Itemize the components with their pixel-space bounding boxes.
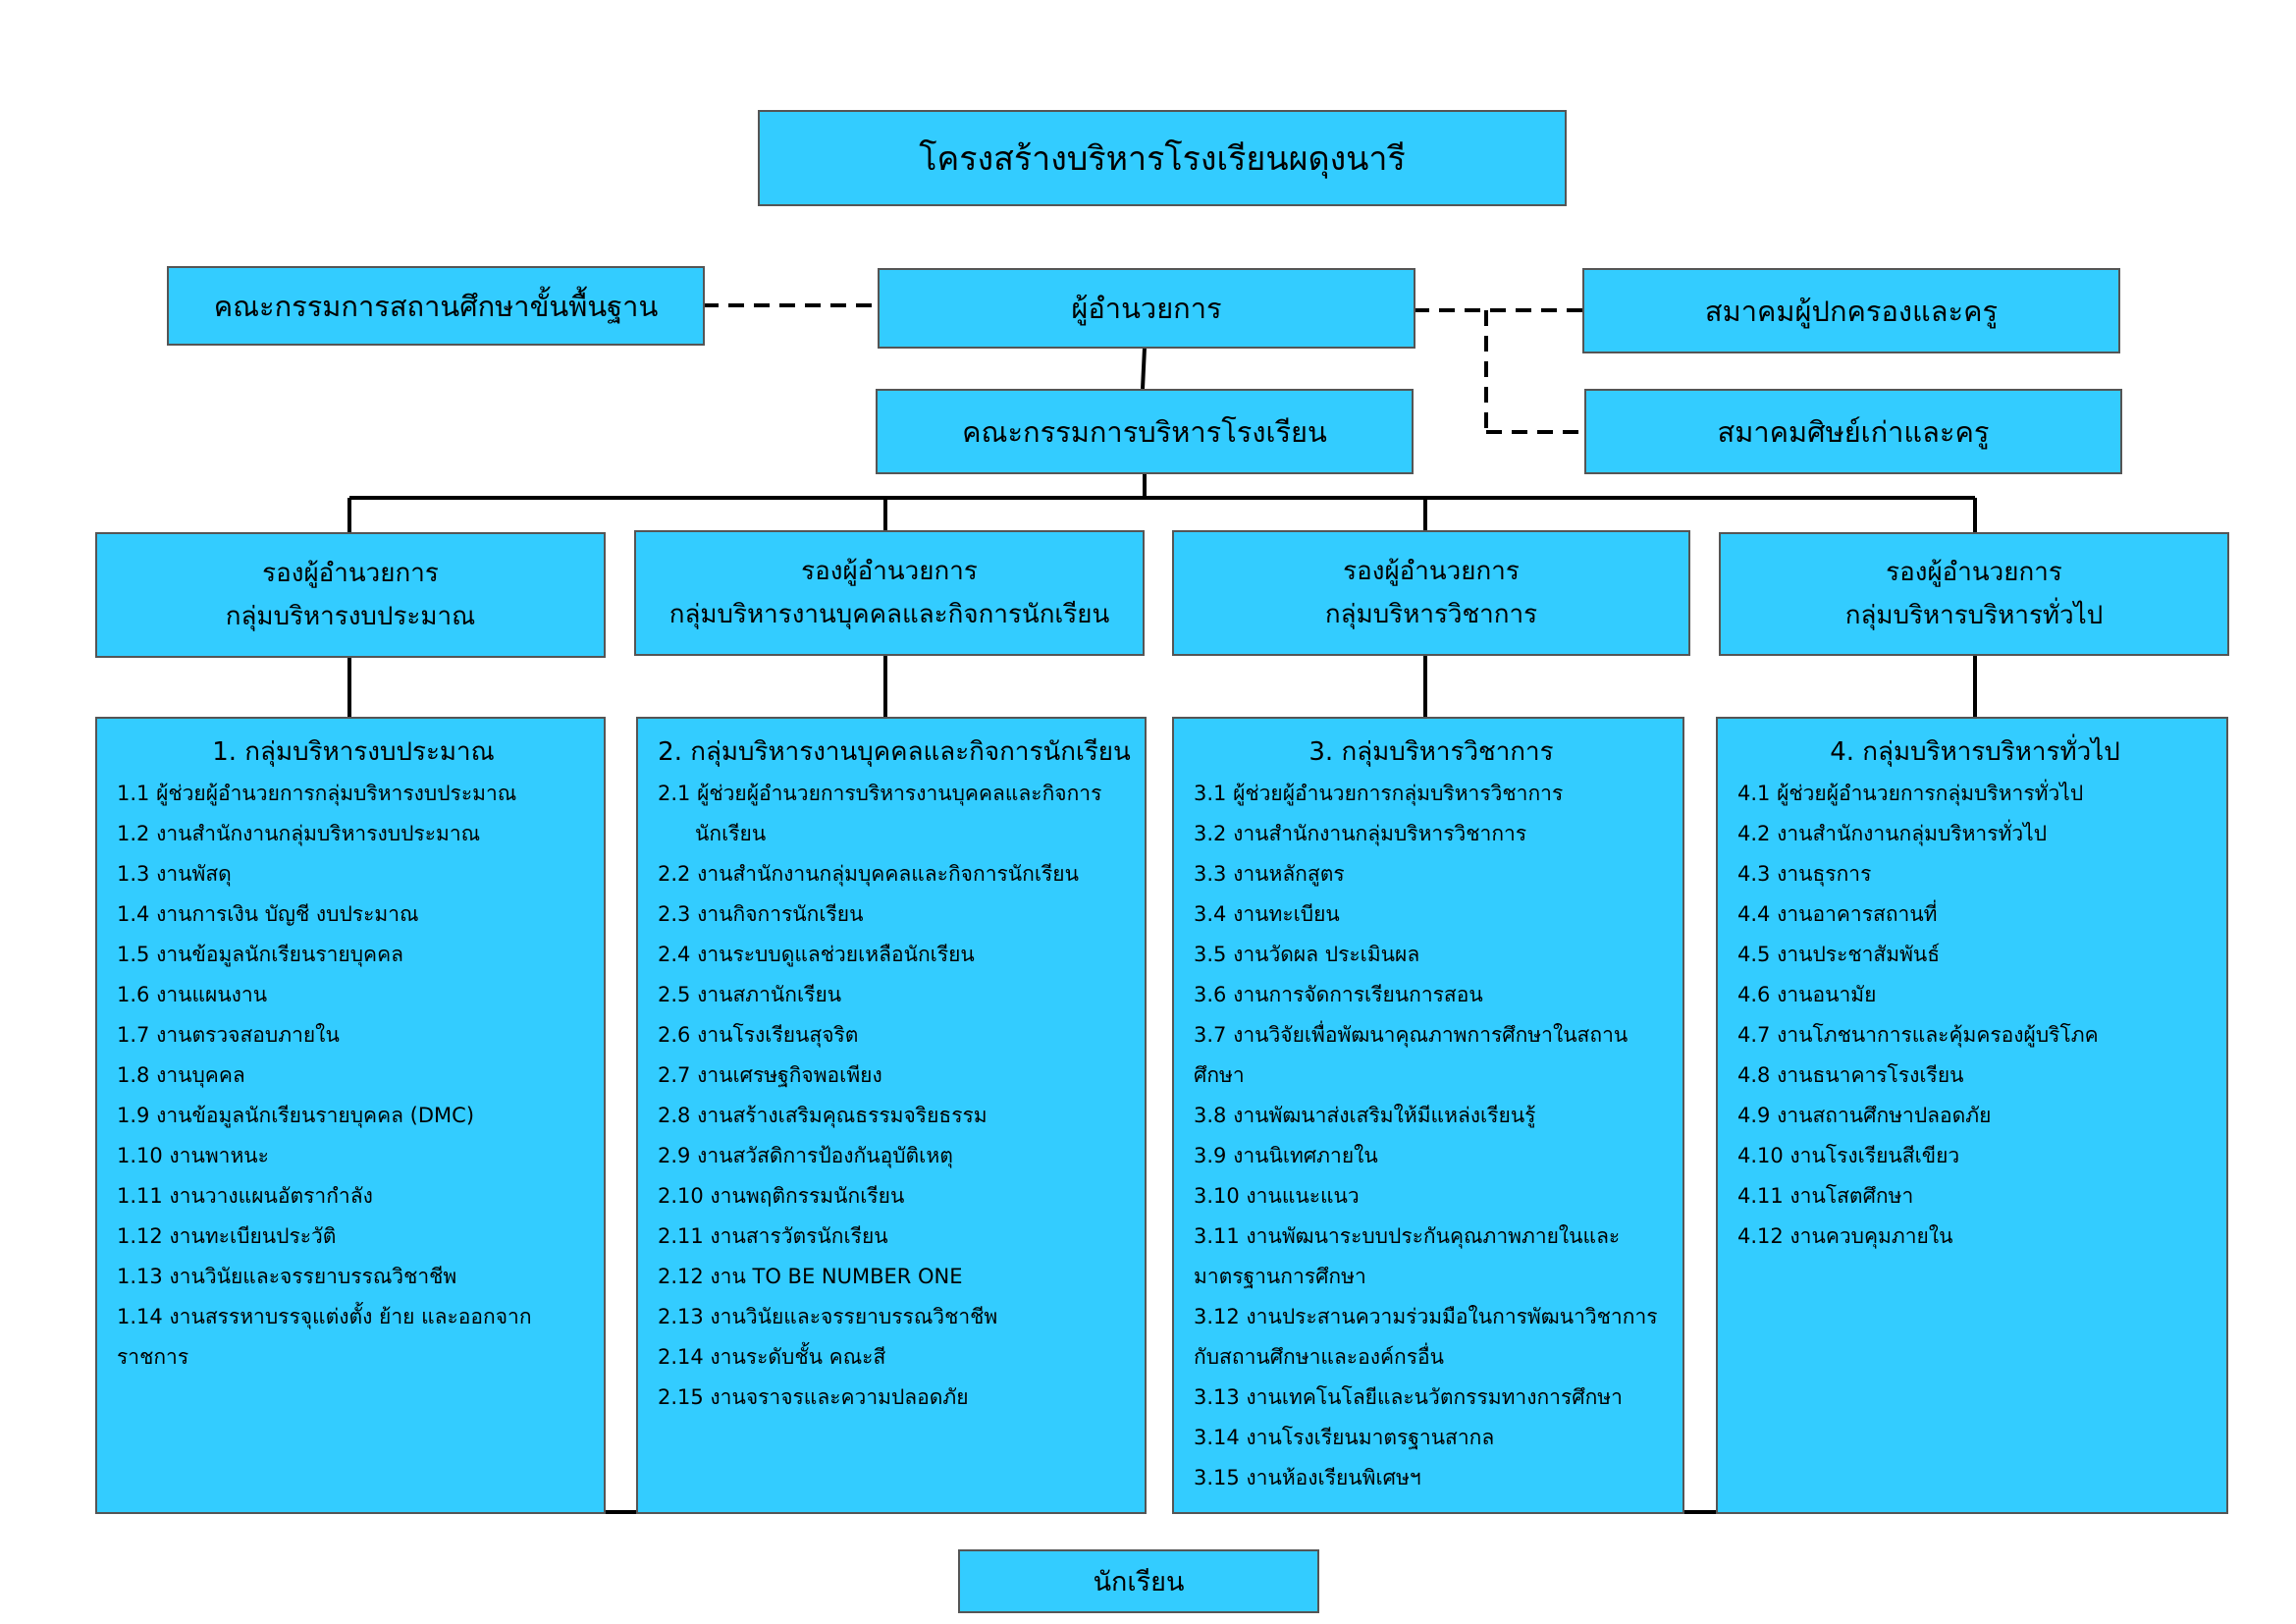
list-item: 4.9 งานสถานศึกษาปลอดภัย xyxy=(1737,1104,1992,1127)
department-item-list: 3.1 ผู้ช่วยผู้อำนวยการกลุ่มบริหารวิชาการ… xyxy=(1194,774,1669,1498)
deputy-group: กลุ่มบริหารงานบุคคลและกิจการนักเรียน xyxy=(668,600,1110,629)
department-title: 3. กลุ่มบริหารวิชาการ xyxy=(1308,737,1554,767)
list-item: 4.12 งานควบคุมภายใน xyxy=(1737,1224,1953,1248)
list-item: 4.4 งานอาคารสถานที่ xyxy=(1737,902,1938,926)
list-item: 1.4 งานการเงิน บัญชี งบประมาณ xyxy=(117,902,419,926)
deputy-academic-box: รองผู้อำนวยการ กลุ่มบริหารวิชาการ xyxy=(1172,530,1690,656)
list-item: 3.5 งานวัดผล ประเมินผล xyxy=(1194,943,1420,966)
list-item: 3.4 งานทะเบียน xyxy=(1194,902,1340,926)
page-title: โครงสร้างบริหารโรงเรียนผดุงนารี xyxy=(758,110,1567,206)
list-item: 3.8 งานพัฒนาส่งเสริมให้มีแหล่งเรียนรู้ xyxy=(1194,1104,1536,1127)
department-title: 1. กลุ่มบริหารงบประมาณ xyxy=(212,737,495,767)
list-item: 2.3 งานกิจการนักเรียน xyxy=(658,902,864,926)
list-item: 1.1 ผู้ช่วยผู้อำนวยการกลุ่มบริหารงบประมา… xyxy=(117,782,517,805)
alumni-association-box: สมาคมศิษย์เก่าและครู xyxy=(1584,389,2122,474)
list-item: 2.7 งานเศรษฐกิจพอเพียง xyxy=(658,1063,882,1087)
parents-association-box: สมาคมผู้ปกครองและครู xyxy=(1582,268,2120,353)
deputy-group: กลุ่มบริหารบริหารทั่วไป xyxy=(1844,601,2104,630)
list-item: 2.9 งานสวัสดิการป้องกันอุบัติเหตุ xyxy=(658,1144,953,1167)
list-item: 3.7 งานวิจัยเพื่อพัฒนาคุณภาพการศึกษาในสถ… xyxy=(1194,1023,1629,1087)
list-item: 1.7 งานตรวจสอบภายใน xyxy=(117,1023,340,1047)
department-item-list: 1.1 ผู้ช่วยผู้อำนวยการกลุ่มบริหารงบประมา… xyxy=(117,774,590,1378)
list-item: 1.12 งานทะเบียนประวัติ xyxy=(117,1224,337,1248)
students-box: นักเรียน xyxy=(958,1549,1319,1613)
list-item: 2.14 งานระดับชั้น คณะสี xyxy=(658,1345,886,1369)
list-item: 4.11 งานโสตศึกษา xyxy=(1737,1184,1914,1208)
list-item: 3.1 ผู้ช่วยผู้อำนวยการกลุ่มบริหารวิชาการ xyxy=(1194,782,1564,805)
deputy-group: กลุ่มบริหารวิชาการ xyxy=(1324,600,1538,629)
list-item: 3.6 งานการจัดการเรียนการสอน xyxy=(1194,983,1483,1006)
list-item: 4.10 งานโรงเรียนสีเขียว xyxy=(1737,1144,1960,1167)
department-title: 2. กลุ่มบริหารงานบุคคลและกิจการนักเรียน xyxy=(658,737,1131,767)
list-item: 1.2 งานสำนักงานกลุ่มบริหารงบประมาณ xyxy=(117,822,481,845)
list-item: 4.5 งานประชาสัมพันธ์ xyxy=(1737,943,1941,966)
deputy-title: รองผู้อำนวยการ xyxy=(262,559,439,588)
director-box: ผู้อำนวยการ xyxy=(878,268,1415,349)
list-item: 2.6 งานโรงเรียนสุจริต xyxy=(658,1023,859,1047)
list-item: 4.6 งานอนามัย xyxy=(1737,983,1877,1006)
link-director-board xyxy=(1141,347,1147,390)
list-item: 3.12 งานประสานความร่วมมือในการพัฒนาวิชาก… xyxy=(1194,1305,1658,1369)
list-item: 1.6 งานแผนงาน xyxy=(117,983,268,1006)
list-item: 4.7 งานโภชนาการและคุ้มครองผู้บริโภค xyxy=(1737,1023,2099,1047)
list-item: 2.12 งาน TO BE NUMBER ONE xyxy=(658,1265,963,1288)
list-item: 4.1 ผู้ช่วยผู้อำนวยการกลุ่มบริหารทั่วไป xyxy=(1737,782,2084,805)
list-item: 2.10 งานพฤติกรรมนักเรียน xyxy=(658,1184,905,1208)
department-item-list: 4.1 ผู้ช่วยผู้อำนวยการกลุ่มบริหารทั่วไป … xyxy=(1737,774,2213,1257)
deputy-personnel-box: รองผู้อำนวยการ กลุ่มบริหารงานบุคคลและกิจ… xyxy=(634,530,1145,656)
list-item: 3.15 งานห้องเรียนพิเศษฯ xyxy=(1194,1466,1421,1489)
list-item: 3.3 งานหลักสูตร xyxy=(1194,862,1345,886)
deputy-title: รองผู้อำนวยการ xyxy=(1343,557,1520,586)
list-item: 3.14 งานโรงเรียนมาตรฐานสากล xyxy=(1194,1426,1495,1449)
list-item: 1.8 งานบุคคล xyxy=(117,1063,245,1087)
department-title: 4. กลุ่มบริหารบริหารทั่วไป xyxy=(1830,737,2120,767)
department-academic: 3. กลุ่มบริหารวิชาการ 3.1 ผู้ช่วยผู้อำนว… xyxy=(1172,717,1684,1514)
list-item: 2.13 งานวินัยและจรรยาบรรณวิชาชีพ xyxy=(658,1305,998,1328)
deputy-title: รองผู้อำนวยการ xyxy=(801,557,978,586)
list-item: 1.9 งานข้อมูลนักเรียนรายบุคคล (DMC) xyxy=(117,1104,475,1127)
list-item: 1.3 งานพัสดุ xyxy=(117,862,232,886)
list-item: 1.10 งานพาหนะ xyxy=(117,1144,269,1167)
deputy-group: กลุ่มบริหารงบประมาณ xyxy=(225,602,476,631)
list-item: 1.14 งานสรรหาบรรจุแต่งตั้ง ย้าย และออกจา… xyxy=(117,1305,532,1369)
list-item: 2.15 งานจราจรและความปลอดภัย xyxy=(658,1385,969,1409)
list-item: 2.11 งานสารวัตรนักเรียน xyxy=(658,1224,888,1248)
list-item: 4.8 งานธนาคารโรงเรียน xyxy=(1737,1063,1964,1087)
list-item: 1.11 งานวางแผนอัตรากำลัง xyxy=(117,1184,373,1208)
list-item: 2.1 ผู้ช่วยผู้อำนวยการบริหารงานบุคคลและก… xyxy=(658,782,1102,845)
list-item: 2.5 งานสภานักเรียน xyxy=(658,983,842,1006)
list-item: 3.13 งานเทคโนโลยีและนวัตกรรมทางการศึกษา xyxy=(1194,1385,1623,1409)
list-item: 3.10 งานแนะแนว xyxy=(1194,1184,1360,1208)
list-item: 1.13 งานวินัยและจรรยาบรรณวิชาชีพ xyxy=(117,1265,457,1288)
deputy-title: รองผู้อำนวยการ xyxy=(1886,558,2062,587)
list-item: 2.2 งานสำนักงานกลุ่มบุคคลและกิจการนักเรี… xyxy=(658,862,1079,886)
school-board-box: คณะกรรมการบริหารโรงเรียน xyxy=(876,389,1414,474)
list-item: 3.11 งานพัฒนาระบบประกันคุณภาพภายในและมาต… xyxy=(1194,1224,1621,1288)
deputy-general-box: รองผู้อำนวยการ กลุ่มบริหารบริหารทั่วไป xyxy=(1719,532,2229,656)
list-item: 3.9 งานนิเทศภายใน xyxy=(1194,1144,1378,1167)
list-item: 2.8 งานสร้างเสริมคุณธรรมจริยธรรม xyxy=(658,1104,988,1127)
list-item: 4.3 งานธุรการ xyxy=(1737,862,1872,886)
basic-education-board-box: คณะกรรมการสถานศึกษาขั้นพื้นฐาน xyxy=(167,266,705,346)
list-item: 3.2 งานสำนักงานกลุ่มบริหารวิชาการ xyxy=(1194,822,1527,845)
department-item-list: 2.1 ผู้ช่วยผู้อำนวยการบริหารงานบุคคลและก… xyxy=(658,774,1131,1418)
deputy-budget-box: รองผู้อำนวยการ กลุ่มบริหารงบประมาณ xyxy=(95,532,606,658)
list-item: 1.5 งานข้อมูลนักเรียนรายบุคคล xyxy=(117,943,404,966)
list-item: 4.2 งานสำนักงานกลุ่มบริหารทั่วไป xyxy=(1737,822,2048,845)
department-general: 4. กลุ่มบริหารบริหารทั่วไป 4.1 ผู้ช่วยผู… xyxy=(1716,717,2228,1514)
department-personnel: 2. กลุ่มบริหารงานบุคคลและกิจการนักเรียน … xyxy=(636,717,1147,1514)
department-budget: 1. กลุ่มบริหารงบประมาณ 1.1 ผู้ช่วยผู้อำน… xyxy=(95,717,606,1514)
list-item: 2.4 งานระบบดูแลช่วยเหลือนักเรียน xyxy=(658,943,975,966)
